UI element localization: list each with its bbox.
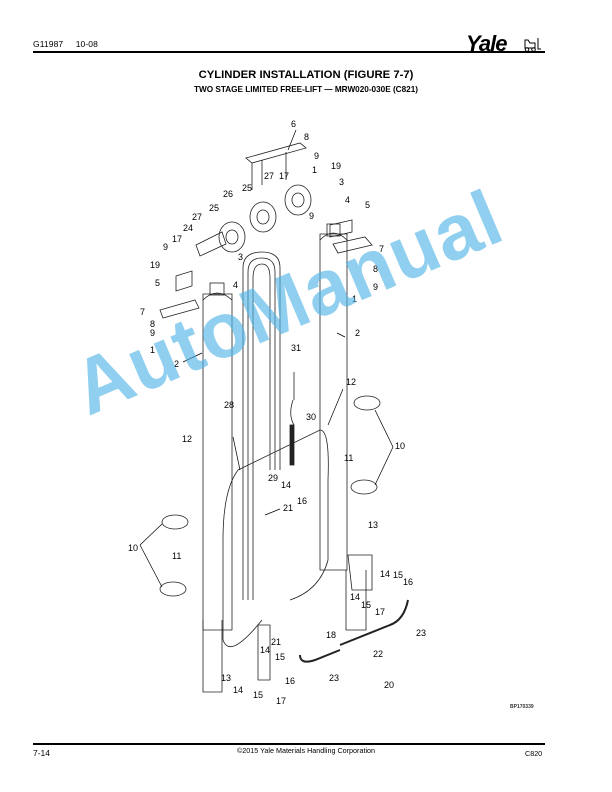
footer-rule [33,743,545,745]
svg-text:10: 10 [128,543,138,553]
svg-text:22: 22 [373,649,383,659]
figure-id: BP170339 [510,704,534,710]
svg-text:11: 11 [344,453,353,463]
svg-text:17: 17 [375,607,385,617]
axle-24 [195,231,227,257]
svg-text:12: 12 [182,434,192,444]
doc-date: 10-08 [75,39,98,49]
svg-text:15: 15 [361,600,371,610]
header-rule [33,51,545,53]
svg-text:14: 14 [380,569,390,579]
sheave-26 [249,201,277,233]
hose-12 [222,429,329,647]
svg-text:26: 26 [223,189,233,199]
svg-text:20: 20 [384,680,394,690]
svg-text:8: 8 [373,264,378,274]
svg-text:15: 15 [253,690,263,700]
svg-text:23: 23 [416,628,426,638]
svg-text:13: 13 [368,520,378,530]
svg-text:3: 3 [238,252,243,262]
svg-text:15: 15 [393,570,403,580]
svg-text:6: 6 [291,119,296,129]
svg-text:8: 8 [304,132,309,142]
forklift-icon [524,38,541,52]
spring-31 [290,372,295,426]
plate-5-right [329,219,353,238]
svg-text:2: 2 [174,359,179,369]
retainer-10d [350,479,378,495]
svg-text:27: 27 [192,212,202,222]
svg-text:1: 1 [150,345,155,355]
svg-text:29: 29 [268,473,278,483]
svg-text:1: 1 [352,294,357,304]
svg-text:21: 21 [271,637,281,647]
svg-text:25: 25 [209,203,219,213]
svg-text:4: 4 [233,280,238,290]
svg-text:12: 12 [346,377,356,387]
svg-text:10: 10 [395,441,405,451]
svg-text:17: 17 [172,234,182,244]
svg-text:21: 21 [283,503,293,513]
svg-text:9: 9 [163,242,168,252]
svg-text:23: 23 [329,673,339,683]
svg-text:13: 13 [221,673,231,683]
svg-text:28: 28 [224,400,234,410]
svg-text:5: 5 [155,278,160,288]
bracket-13-right [347,554,373,591]
svg-text:9: 9 [314,151,319,161]
svg-text:19: 19 [150,260,160,270]
svg-text:17: 17 [279,171,289,181]
svg-text:16: 16 [297,496,307,506]
svg-text:30: 30 [306,412,316,422]
sheave-bracket [245,142,307,190]
svg-text:9: 9 [309,211,314,221]
sheave-27a [284,184,312,216]
copyright: ©2015 Yale Materials Handling Corporatio… [236,746,376,755]
svg-text:17: 17 [276,696,286,706]
svg-text:14: 14 [281,480,291,490]
svg-text:11: 11 [172,551,181,561]
doc-code: C820 [525,749,543,758]
svg-text:3: 3 [339,177,344,187]
chain-30 [289,424,295,466]
svg-text:19: 19 [331,161,341,171]
page-subtitle: TWO STAGE LIMITED FREE-LIFT — MRW020-030… [194,85,418,94]
retainer-10c [353,395,381,411]
hose-23-left [299,649,341,663]
svg-text:25: 25 [242,183,252,193]
hose-loop [242,251,281,600]
svg-text:16: 16 [285,676,295,686]
doc-number: G11987 [33,39,64,49]
svg-text:14: 14 [233,685,243,695]
svg-text:24: 24 [183,223,193,233]
svg-text:4: 4 [345,195,350,205]
svg-text:7: 7 [140,307,145,317]
svg-text:2: 2 [355,328,360,338]
svg-text:18: 18 [326,630,336,640]
plate-5-left [175,270,193,292]
svg-text:7: 7 [379,244,384,254]
retainer-10a [161,514,189,530]
hose-23-right [339,599,409,646]
svg-text:9: 9 [373,282,378,292]
svg-text:16: 16 [403,577,413,587]
page-title: CYLINDER INSTALLATION (FIGURE 7-7) [198,69,414,81]
svg-text:5: 5 [365,200,370,210]
sheave-27b [218,221,246,253]
svg-text:15: 15 [275,652,285,662]
page-number: 7-14 [33,748,51,758]
svg-text:27: 27 [264,171,274,181]
svg-text:9: 9 [150,328,155,338]
document-header: G11987 10-08 [33,39,108,49]
svg-text:8: 8 [150,319,155,329]
svg-text:14: 14 [350,592,360,602]
retainer-10b [159,581,187,597]
plate-7-right [332,236,373,254]
svg-text:1: 1 [312,165,317,175]
plate-7-left [159,299,200,319]
bracket-13-left [257,624,271,681]
svg-text:31: 31 [291,343,301,353]
svg-text:14: 14 [260,645,270,655]
